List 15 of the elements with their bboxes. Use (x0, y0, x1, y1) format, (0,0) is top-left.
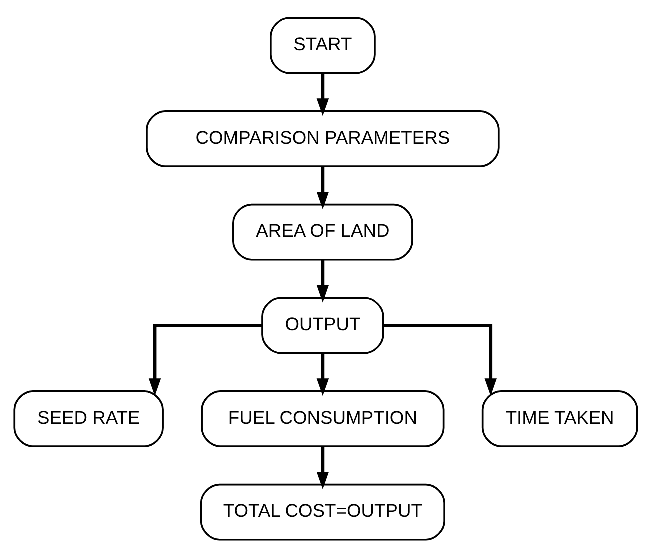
arrow (316, 353, 330, 396)
node-box: TIME TAKEN (482, 390, 638, 447)
node-box: OUTPUT (262, 296, 384, 354)
arrow (316, 446, 330, 489)
node-box: TOTAL COST=OUTPUT (200, 483, 446, 540)
arrow (316, 73, 330, 116)
node-box: SEED RATE (14, 390, 164, 447)
node-box: START (270, 16, 376, 74)
node-box: AREA OF LAND (232, 203, 414, 260)
arrow (384, 323, 497, 396)
arrow (316, 260, 330, 302)
arrow (148, 323, 262, 396)
node-box: COMPARISON PARAMETERS (146, 110, 500, 167)
arrow (316, 166, 330, 209)
node-box: FUEL CONSUMPTION (201, 390, 445, 447)
